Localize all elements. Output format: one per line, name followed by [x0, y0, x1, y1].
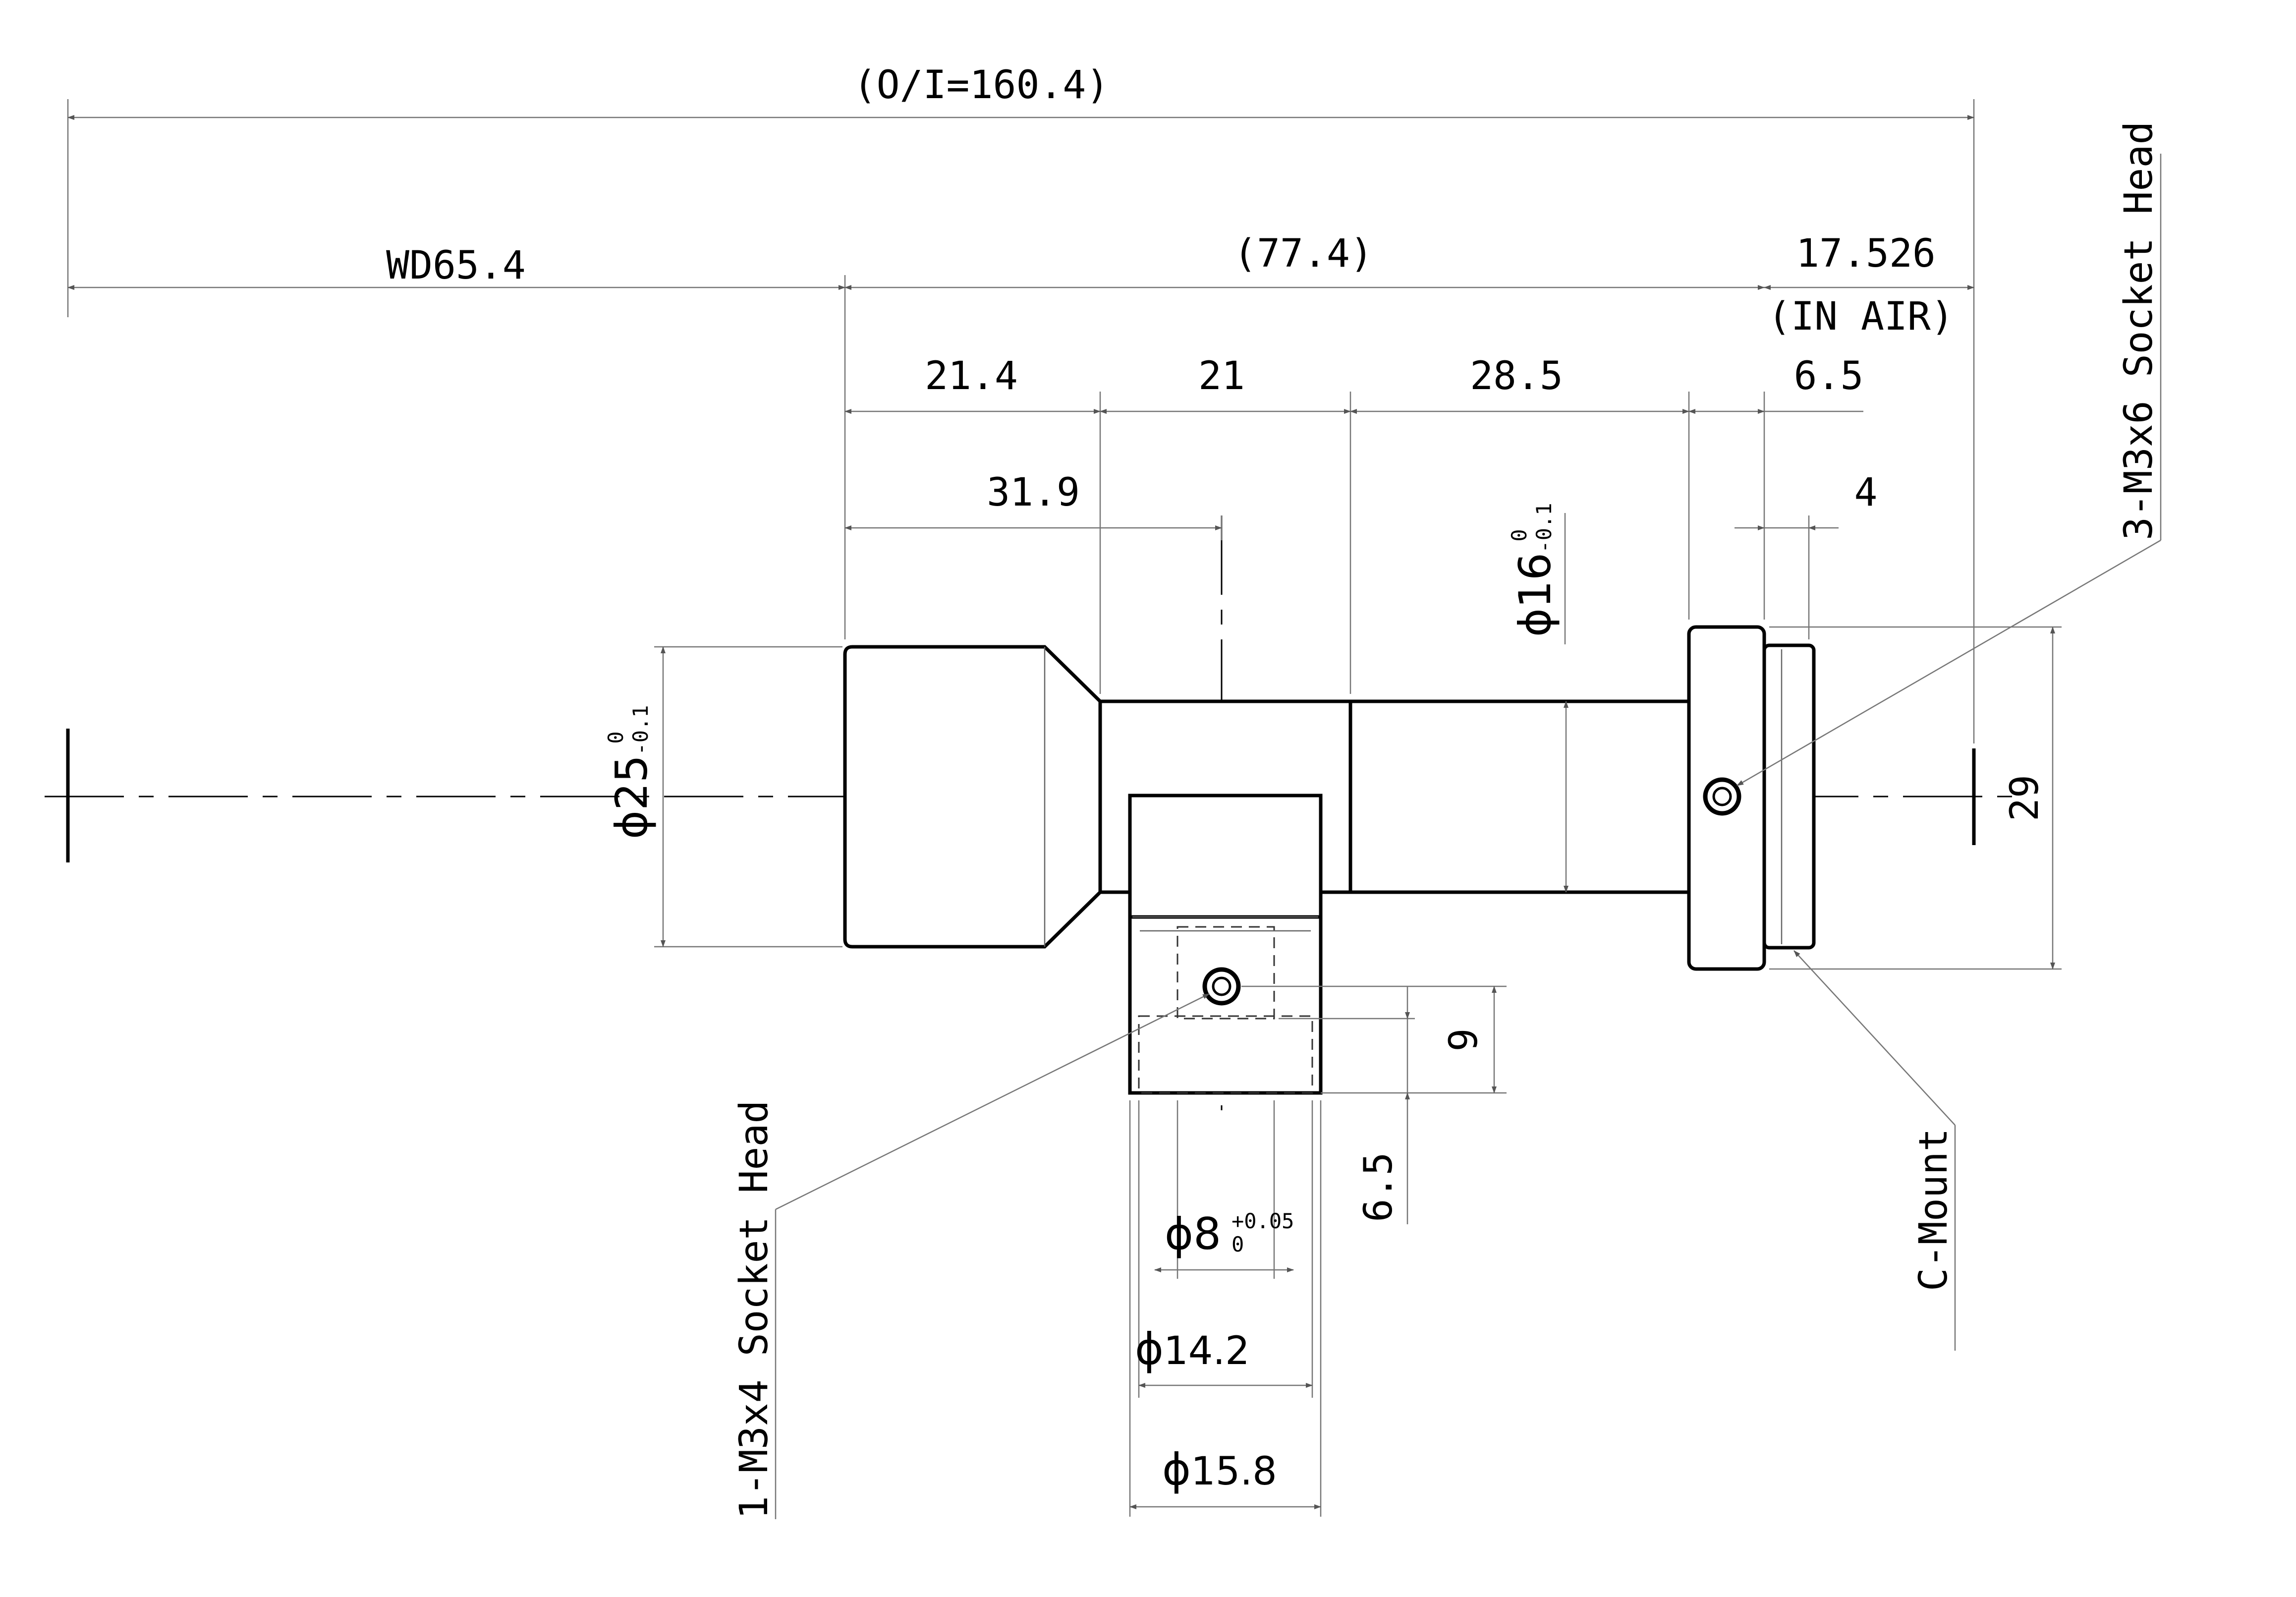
- callout-side-screw: 1-M3x4 Socket Head: [732, 1100, 777, 1519]
- dim-diameter-16: ϕ16 0 -0.1: [1507, 503, 1561, 637]
- svg-text:-0.1: -0.1: [1532, 503, 1556, 553]
- dim-29: 29: [2003, 775, 2047, 821]
- side-port-stem: [1128, 794, 1323, 919]
- side-socket-screw-hex: [1212, 976, 1232, 996]
- dim-flange: 17.526: [1796, 231, 1936, 276]
- dim-wd: WD65.4: [386, 243, 526, 288]
- svg-text:ϕ25: ϕ25: [606, 755, 657, 839]
- dim-in-air: (IN AIR): [1768, 294, 1954, 339]
- dim-diameter-25: ϕ25 0 -0.1: [604, 705, 657, 839]
- hidden-bore-top: [1176, 926, 1275, 1020]
- extension-lines: [67, 99, 2062, 1517]
- dim-6-5-top: 6.5: [1794, 354, 1864, 399]
- svg-text:-0.1: -0.1: [628, 705, 653, 755]
- dim-28-5: 28.5: [1470, 354, 1563, 399]
- rear-tube: [1348, 699, 1691, 894]
- dim-21-4: 21.4: [925, 354, 1018, 399]
- dim-9: 9: [1442, 1028, 1486, 1052]
- leader-lines: [775, 154, 2162, 1519]
- dim-diameter-14-2: ϕ14.2: [1135, 1323, 1250, 1374]
- svg-text:ϕ8: ϕ8: [1165, 1208, 1221, 1259]
- callout-top-screw: 3-M3x6 Socket Head: [2117, 121, 2161, 540]
- callout-c-mount: C-Mount: [1911, 1128, 1956, 1291]
- svg-text:0: 0: [604, 731, 628, 743]
- front-barrel: [843, 645, 1102, 949]
- dim-6-5-side: 6.5: [1356, 1152, 1401, 1222]
- svg-text:+0.05: +0.05: [1232, 1209, 1294, 1233]
- dim-lens-length: (77.4): [1233, 231, 1373, 276]
- dim-21: 21: [1198, 354, 1245, 399]
- dim-diameter-15-8: ϕ15.8: [1162, 1444, 1277, 1495]
- dim-4: 4: [1854, 470, 1878, 515]
- svg-text:0: 0: [1232, 1232, 1244, 1256]
- c-mount-thread: [1762, 643, 1816, 950]
- dim-overall: (O/I=160.4): [853, 63, 1110, 108]
- top-socket-screw-hex: [1712, 787, 1732, 806]
- svg-text:0: 0: [1507, 529, 1531, 541]
- dim-diameter-8: ϕ8 +0.05 0: [1165, 1208, 1294, 1259]
- dimension-lines: [67, 115, 2055, 1509]
- dim-31-9: 31.9: [987, 470, 1080, 515]
- svg-text:ϕ16: ϕ16: [1510, 553, 1561, 637]
